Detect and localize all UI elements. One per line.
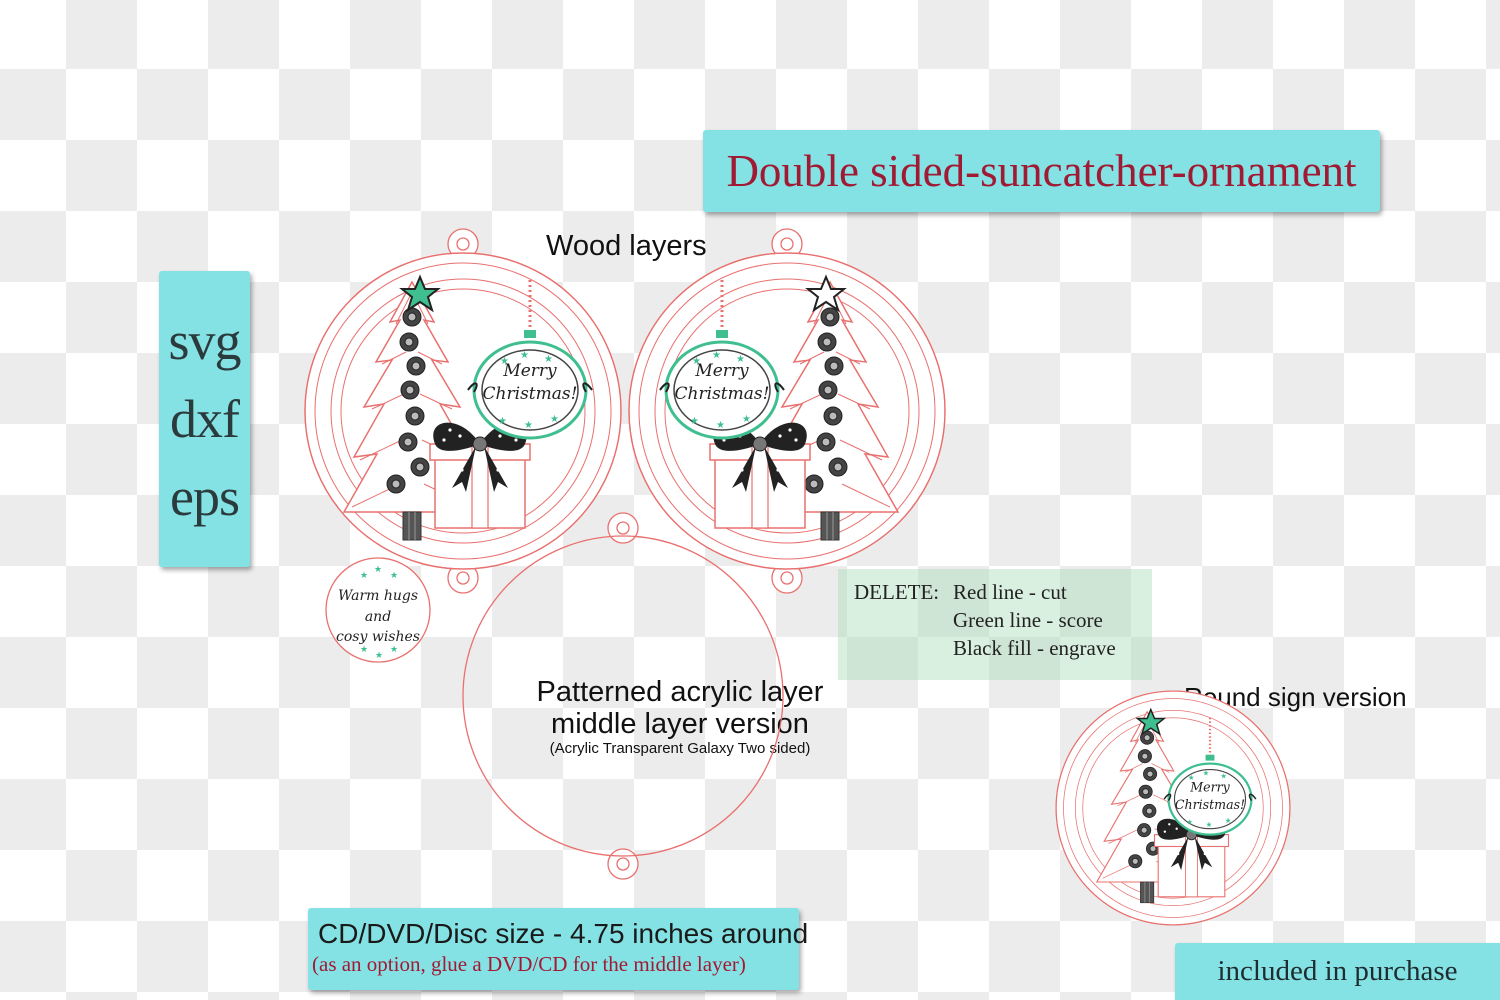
included-banner: included in purchase — [1175, 943, 1500, 1000]
warm-hugs-disc: ★ ★ ★ ★ ★ ★ Warm hugs and cosy wishes — [325, 557, 431, 663]
page-title: Double sided-suncatcher-ornament — [726, 146, 1357, 196]
cd-size-note: (as an option, glue a DVD/CD for the mid… — [312, 952, 746, 976]
acrylic-line-2: middle layer version — [551, 708, 809, 740]
format-dxf: dxf — [170, 389, 240, 449]
cd-size-text: CD/DVD/Disc size - 4.75 inches around — [318, 918, 809, 949]
acrylic-layer-title: Patterned acrylic layer middle layer ver… — [470, 676, 890, 740]
line-legend: DELETE: Red line - cut Green line - scor… — [838, 569, 1152, 680]
acrylic-subtitle: (Acrylic Transparent Galaxy Two sided) — [549, 740, 811, 757]
acrylic-line-1: Patterned acrylic layer — [536, 676, 824, 708]
svg-text:★: ★ — [375, 651, 383, 661]
format-svg: svg — [168, 311, 241, 371]
legend-score: Green line - score — [953, 608, 1103, 632]
round-sign-ornament: Merry Christmas! — [1055, 690, 1291, 926]
wood-ornament-front: Merry Christmas! — [304, 228, 622, 594]
round-sign-label: Round sign version — [1184, 682, 1407, 712]
format-eps: eps — [170, 467, 240, 527]
warm-hugs-line-3: cosy wishes — [336, 629, 420, 645]
warm-hugs-line-1: Warm hugs — [338, 588, 418, 604]
wood-ornament-back: Merry Christmas! — [628, 228, 946, 594]
legend-cut: Red line - cut — [953, 580, 1067, 604]
warm-hugs-line-2: and — [365, 609, 391, 625]
wood-layers-label: Wood layers — [546, 230, 707, 262]
svg-text:★: ★ — [360, 571, 368, 581]
svg-text:★: ★ — [390, 645, 398, 655]
legend-engrave: Black fill - engrave — [953, 636, 1116, 660]
svg-text:★: ★ — [374, 565, 382, 575]
formats-panel: svg dxf eps — [159, 271, 250, 567]
svg-text:★: ★ — [360, 645, 368, 655]
title-banner: Double sided-suncatcher-ornament — [703, 130, 1380, 212]
bauble-merry-round: Merry — [1189, 780, 1230, 795]
bauble-merry-left: Merry — [502, 361, 557, 381]
svg-text:★: ★ — [390, 571, 398, 581]
cd-size-banner: CD/DVD/Disc size - 4.75 inches around (a… — [308, 908, 808, 990]
bauble-christmas-right: Christmas! — [675, 384, 770, 404]
bauble-christmas-left: Christmas! — [483, 384, 578, 404]
bauble-merry-right: Merry — [694, 361, 749, 381]
bauble-christmas-round: Christmas! — [1175, 797, 1245, 812]
legend-prefix: DELETE: — [854, 580, 940, 604]
included-text: included in purchase — [1217, 955, 1458, 987]
